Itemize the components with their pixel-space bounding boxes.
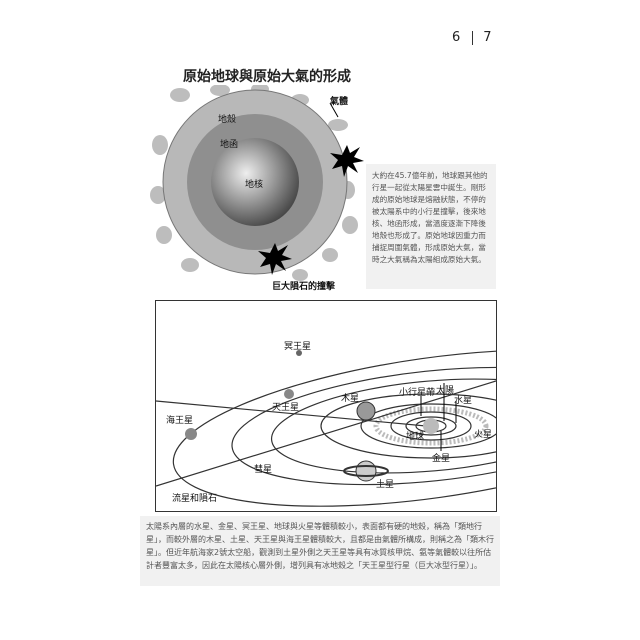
page-number-divider xyxy=(472,30,474,45)
label-mantle: 地函 xyxy=(220,140,239,150)
sun-icon xyxy=(423,418,439,434)
figure-title: 原始地球與原始大氣的形成 xyxy=(183,69,351,85)
pluto-icon xyxy=(296,350,302,356)
label-mars: 火星 xyxy=(474,430,493,440)
saturn-icon xyxy=(355,460,377,482)
comet-path xyxy=(156,380,496,487)
label-comet: 彗星 xyxy=(254,465,273,475)
uranus-icon xyxy=(284,389,294,399)
label-crust: 地殼 xyxy=(218,115,237,125)
label-neptune: 海王星 xyxy=(166,416,194,426)
label-jupiter: 木星 xyxy=(341,394,360,404)
impact-star-icon xyxy=(258,243,292,275)
label-impact: 巨大隕石的撞擊 xyxy=(272,282,336,292)
label-mercury: 水星 xyxy=(454,396,473,406)
impact-star-icon xyxy=(330,145,364,177)
label-pluto: 冥王星 xyxy=(284,342,312,352)
label-uranus: 天王星 xyxy=(272,403,300,413)
label-meteors: 流星和隕石 xyxy=(172,494,218,504)
orbits xyxy=(172,349,496,507)
label-venus: 金星 xyxy=(432,454,451,464)
body-text: 太陽系內層的水星、金星、冥王星、地球與火星等體積較小，表面都有硬的地殼，稱為「類… xyxy=(140,516,500,586)
earth-structure-diagram xyxy=(150,85,364,281)
label-sun: 太陽 xyxy=(436,386,455,396)
label-earth: 地球 xyxy=(406,432,425,442)
earth-caption: 大約在45.7億年前，地球跟其他的行星一起從太陽星雲中誕生。剛形成的原始地球是熔… xyxy=(366,164,496,289)
neptune-icon xyxy=(185,428,197,440)
core-layer xyxy=(211,138,299,226)
asteroid-belt xyxy=(373,406,489,446)
page-number-right: 7 xyxy=(483,30,494,45)
jupiter-icon xyxy=(356,401,376,421)
label-core: 地核 xyxy=(245,180,264,190)
label-gas: 氣體 xyxy=(330,97,349,107)
label-asteroid-belt: 小行星帶 xyxy=(399,388,436,398)
label-saturn: 土星 xyxy=(376,480,395,490)
page-number-left: 6 xyxy=(452,30,463,45)
solar-system-diagram: 冥王星 天王星 海王星 木星 小行星帶 太陽 水星 地球 火星 金星 彗星 土星… xyxy=(155,300,497,512)
